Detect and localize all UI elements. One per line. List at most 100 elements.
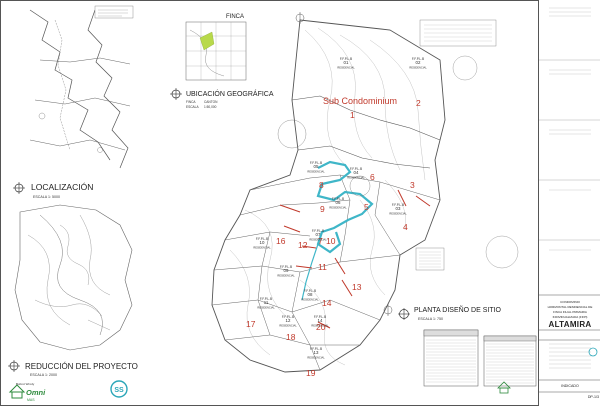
lot-number: 9: [320, 204, 325, 214]
lot-tag-number: 01: [344, 60, 349, 65]
escala-left: ESCALA: [186, 105, 199, 109]
lot-number: 2: [416, 98, 421, 108]
lot-tag-code: F.F.P.L.B: [412, 57, 424, 61]
ss-logo-text: SS: [114, 387, 124, 394]
lot-tag-use: RESIDENCIAL: [257, 305, 275, 309]
left-brand-text: Bobrot Wrody: [16, 382, 35, 386]
lot-tag-number: 11: [264, 300, 269, 305]
lot-number: 5: [364, 202, 369, 212]
lot-tag-code: F.F.P.L.B: [310, 347, 322, 351]
omni-right-logo: [497, 381, 511, 394]
lot-tag-code: F.F.P.L.B: [280, 265, 292, 269]
lot-number: 7: [318, 236, 323, 246]
lot-tag-number: 08: [308, 292, 313, 297]
lot-number: 12: [298, 240, 308, 250]
lot-labels: 1 2 3 4 5 6 7 8 9 10 11 12 13 14 16 17 1…: [246, 98, 421, 378]
lot-number: 19: [306, 368, 316, 378]
lot-tag-use: RESIDENCIAL: [309, 237, 327, 241]
escala-right: 1:50,000: [204, 105, 217, 109]
finca-title: FINCA: [226, 14, 244, 20]
lot-number: 20: [316, 322, 326, 332]
legend-box: [415, 19, 497, 271]
omni-house-icon: [8, 384, 26, 393]
reduccion-title: REDUCCIÓN DEL PROYECTO: [25, 362, 138, 371]
lot-number: 3: [410, 180, 415, 190]
lot-tag-code: F.F.P.L.B: [332, 197, 344, 201]
lot-tag-code: F.F.P.L.B: [350, 167, 362, 171]
title-ss-icon: [588, 347, 598, 357]
lot-tag-code: F.F.P.L.B: [282, 315, 294, 319]
ubicacion-left: FINCA: [186, 100, 196, 104]
lot-number: 18: [286, 332, 296, 342]
lot-tag-use: RESIDENCIAL: [277, 273, 295, 277]
lot-tag-code: F.F.P.L.B: [340, 57, 352, 61]
finca-inset: FINCA: [185, 14, 247, 81]
lot-tag-code: F.F.P.L.B: [314, 315, 326, 319]
lot-tags: F.F.P.L.B01RESIDENCIALF.F.P.L.B02RESIDEN…: [253, 57, 427, 359]
tb-desc-3: FINCA FILIAL PRIMARIA: [553, 310, 587, 314]
lot-number: 14: [322, 298, 332, 308]
lot-tag-number: 05: [314, 164, 319, 169]
ubicacion-heading: UBICACIÓN GEOGRÁFICA FINCA CANTON ESCALA…: [170, 88, 274, 109]
tb-desc-1: CONDOMINIO: [560, 300, 580, 304]
planta-scale: ESCALA 1: 750: [418, 317, 443, 321]
reduccion-scale: ESCALA 1: 2000: [30, 373, 57, 377]
planta-heading: PLANTA DISEÑO DE SITIO ESCALA 1: 750: [398, 305, 502, 321]
lot-number: 8: [319, 180, 324, 190]
lot-tag-code: F.F.P.L.B: [310, 161, 322, 165]
lot-number: 17: [246, 319, 256, 329]
sub-condominium-label: Sub Condominium: [323, 96, 397, 106]
lot-tag-number: 10: [260, 240, 265, 245]
lot-tag-number: 04: [354, 170, 359, 175]
lot-tag-use: RESIDENCIAL: [347, 175, 365, 179]
reduccion-heading: REDUCCIÓN DEL PROYECTO ESCALA 1: 2000: [8, 360, 138, 377]
reduccion-map: [14, 204, 133, 351]
lot-tag-use: RESIDENCIAL: [389, 211, 407, 215]
lot-tag-use: RESIDENCIAL: [253, 245, 271, 249]
planta-title: PLANTA DISEÑO DE SITIO: [414, 305, 502, 314]
localizacion-map: [29, 5, 134, 169]
tb-sheet-number: DP-1/3: [587, 395, 599, 399]
lot-number: 13: [352, 282, 362, 292]
lot-tag-use: RESIDENCIAL: [301, 297, 319, 301]
tb-indicado: INDICADO: [561, 384, 579, 388]
lot-tag-code: F.F.P.L.B: [256, 237, 268, 241]
lot-tag-number: 09: [284, 268, 289, 273]
title-block-lines: [539, 7, 600, 393]
omni-logo-text: Omni: [26, 388, 46, 397]
finca-plot-marker: [199, 31, 215, 51]
main-site-plan: [211, 12, 519, 373]
lot-tag-code: F.F.P.L.B: [392, 203, 404, 207]
lot-number: 16: [276, 236, 286, 246]
lot-tag-use: RESIDENCIAL: [279, 323, 297, 327]
localizacion-scale: ESCALA 1: 5000: [33, 195, 60, 199]
area-table: [423, 329, 537, 387]
ubicacion-title: UBICACIÓN GEOGRÁFICA: [186, 89, 274, 98]
title-block: CONDOMINIO HORIZONTAL RESIDENCIAL DE FIN…: [538, 0, 600, 406]
lot-number: 10: [326, 236, 336, 246]
lot-tag-number: 06: [336, 200, 341, 205]
tb-desc-2: HORIZONTAL RESIDENCIAL DE: [547, 305, 593, 309]
project-name: ALTAMIRA: [548, 320, 592, 329]
lot-tag-use: RESIDENCIAL: [329, 205, 347, 209]
lot-tag-number: 03: [396, 206, 401, 211]
localizacion-heading: LOCALIZACIÓN ESCALA 1: 5000: [13, 182, 93, 199]
lot-tag-code: F.F.P.L.B: [304, 289, 316, 293]
localizacion-title: LOCALIZACIÓN: [31, 182, 93, 192]
tb-desc-4: INDIVIDUALIZADA (FFPI): [552, 315, 588, 319]
ubicacion-right: CANTON: [204, 100, 218, 104]
